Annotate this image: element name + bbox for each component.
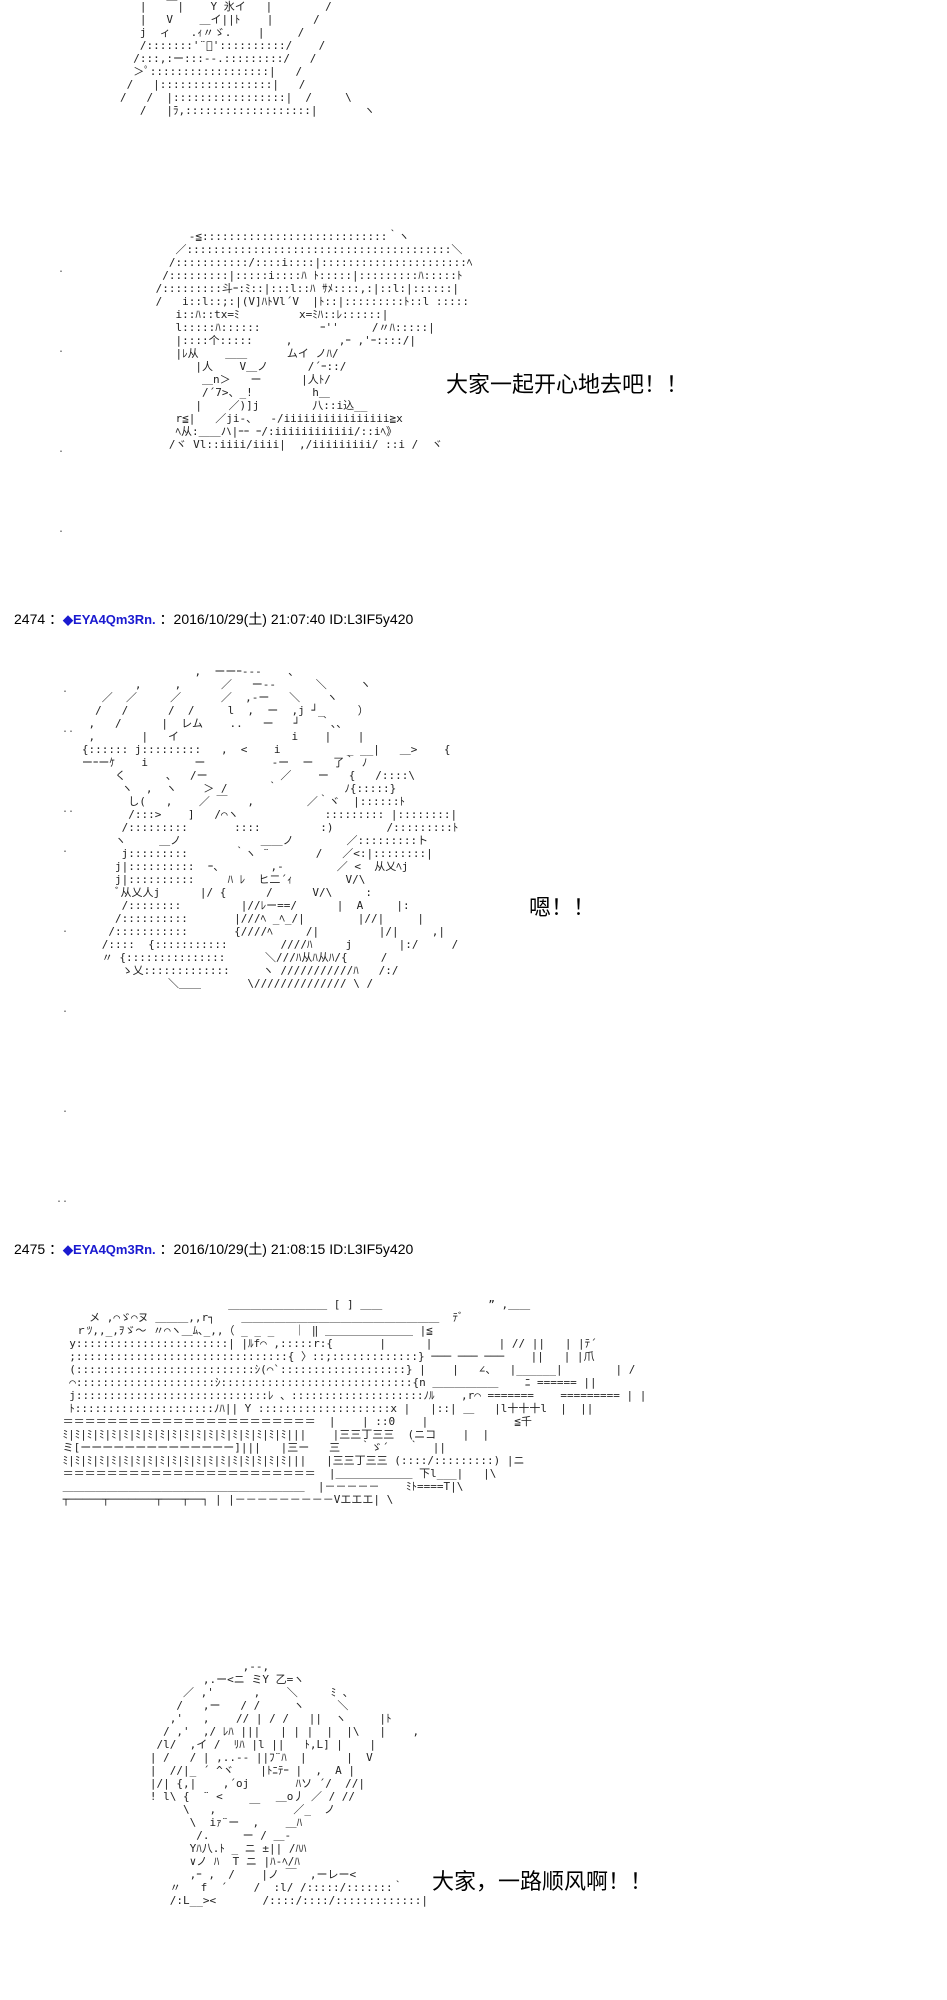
post-datetime: 2016/10/29(土) 21:08:15 — [173, 1241, 326, 1257]
margin-dots-3: .. — [56, 1194, 69, 1205]
ascii-art-character-3: ,--, ,.ー<ニ ミY 乙=ヽ ／ ,' , ＼ ﾐ ､ / ,ー / / … — [149, 1660, 429, 1907]
post-number: 2475 — [14, 1241, 46, 1257]
ascii-art-top: | ￣| Y 氷イ | / | V ＿イ||ﾄ | / j ィ .ｨ〃ゞ. | … — [120, 0, 375, 117]
post-number: 2474 — [14, 611, 46, 627]
ascii-art-character-1: -≦::::::::::::::::::::::::::::｀ヽ ／::::::… — [155, 230, 473, 451]
trip-name[interactable]: ◆EYA4Qm3Rn. — [63, 612, 156, 627]
post-header-2474: 2474 ：◆EYA4Qm3Rn. ：2016/10/29(土) 21:07:4… — [14, 609, 413, 629]
post-datetime: 2016/10/29(土) 21:07:40 — [173, 611, 326, 627]
post-header-2475: 2475 ：◆EYA4Qm3Rn. ：2016/10/29(土) 21:08:1… — [14, 1239, 413, 1259]
dialogue-1: 大家一起开心地去吧！！ — [446, 373, 689, 398]
dialogue-3: 大家，一路顺风啊！！ — [432, 1870, 653, 1895]
margin-dots-2: . .. .. . . . . — [62, 684, 75, 1115]
ascii-art-building: ＿＿＿＿＿＿＿＿＿ [ ] ＿＿ ” ,＿＿ メ ,⌒ゞ⌒ヌ ＿＿＿,,r┐ ＿… — [62, 1298, 647, 1506]
post-colon: ： — [159, 1241, 174, 1257]
ascii-art-character-2: , ーーｰ--- 、 , , ／ ー-- ＼ ヽ ／ ／ ／ ／ ,-ー ＼ ヽ… — [81, 665, 459, 990]
margin-dots-1: . . . . — [58, 264, 65, 535]
post-id[interactable]: ID:L3IF5y420 — [329, 611, 414, 627]
trip-name[interactable]: ◆EYA4Qm3Rn. — [63, 1242, 156, 1257]
dialogue-2: 嗯！！ — [529, 896, 596, 921]
post-id[interactable]: ID:L3IF5y420 — [329, 1241, 414, 1257]
post-separator: ： — [49, 611, 64, 627]
post-colon: ： — [159, 611, 174, 627]
post-separator: ： — [49, 1241, 64, 1257]
